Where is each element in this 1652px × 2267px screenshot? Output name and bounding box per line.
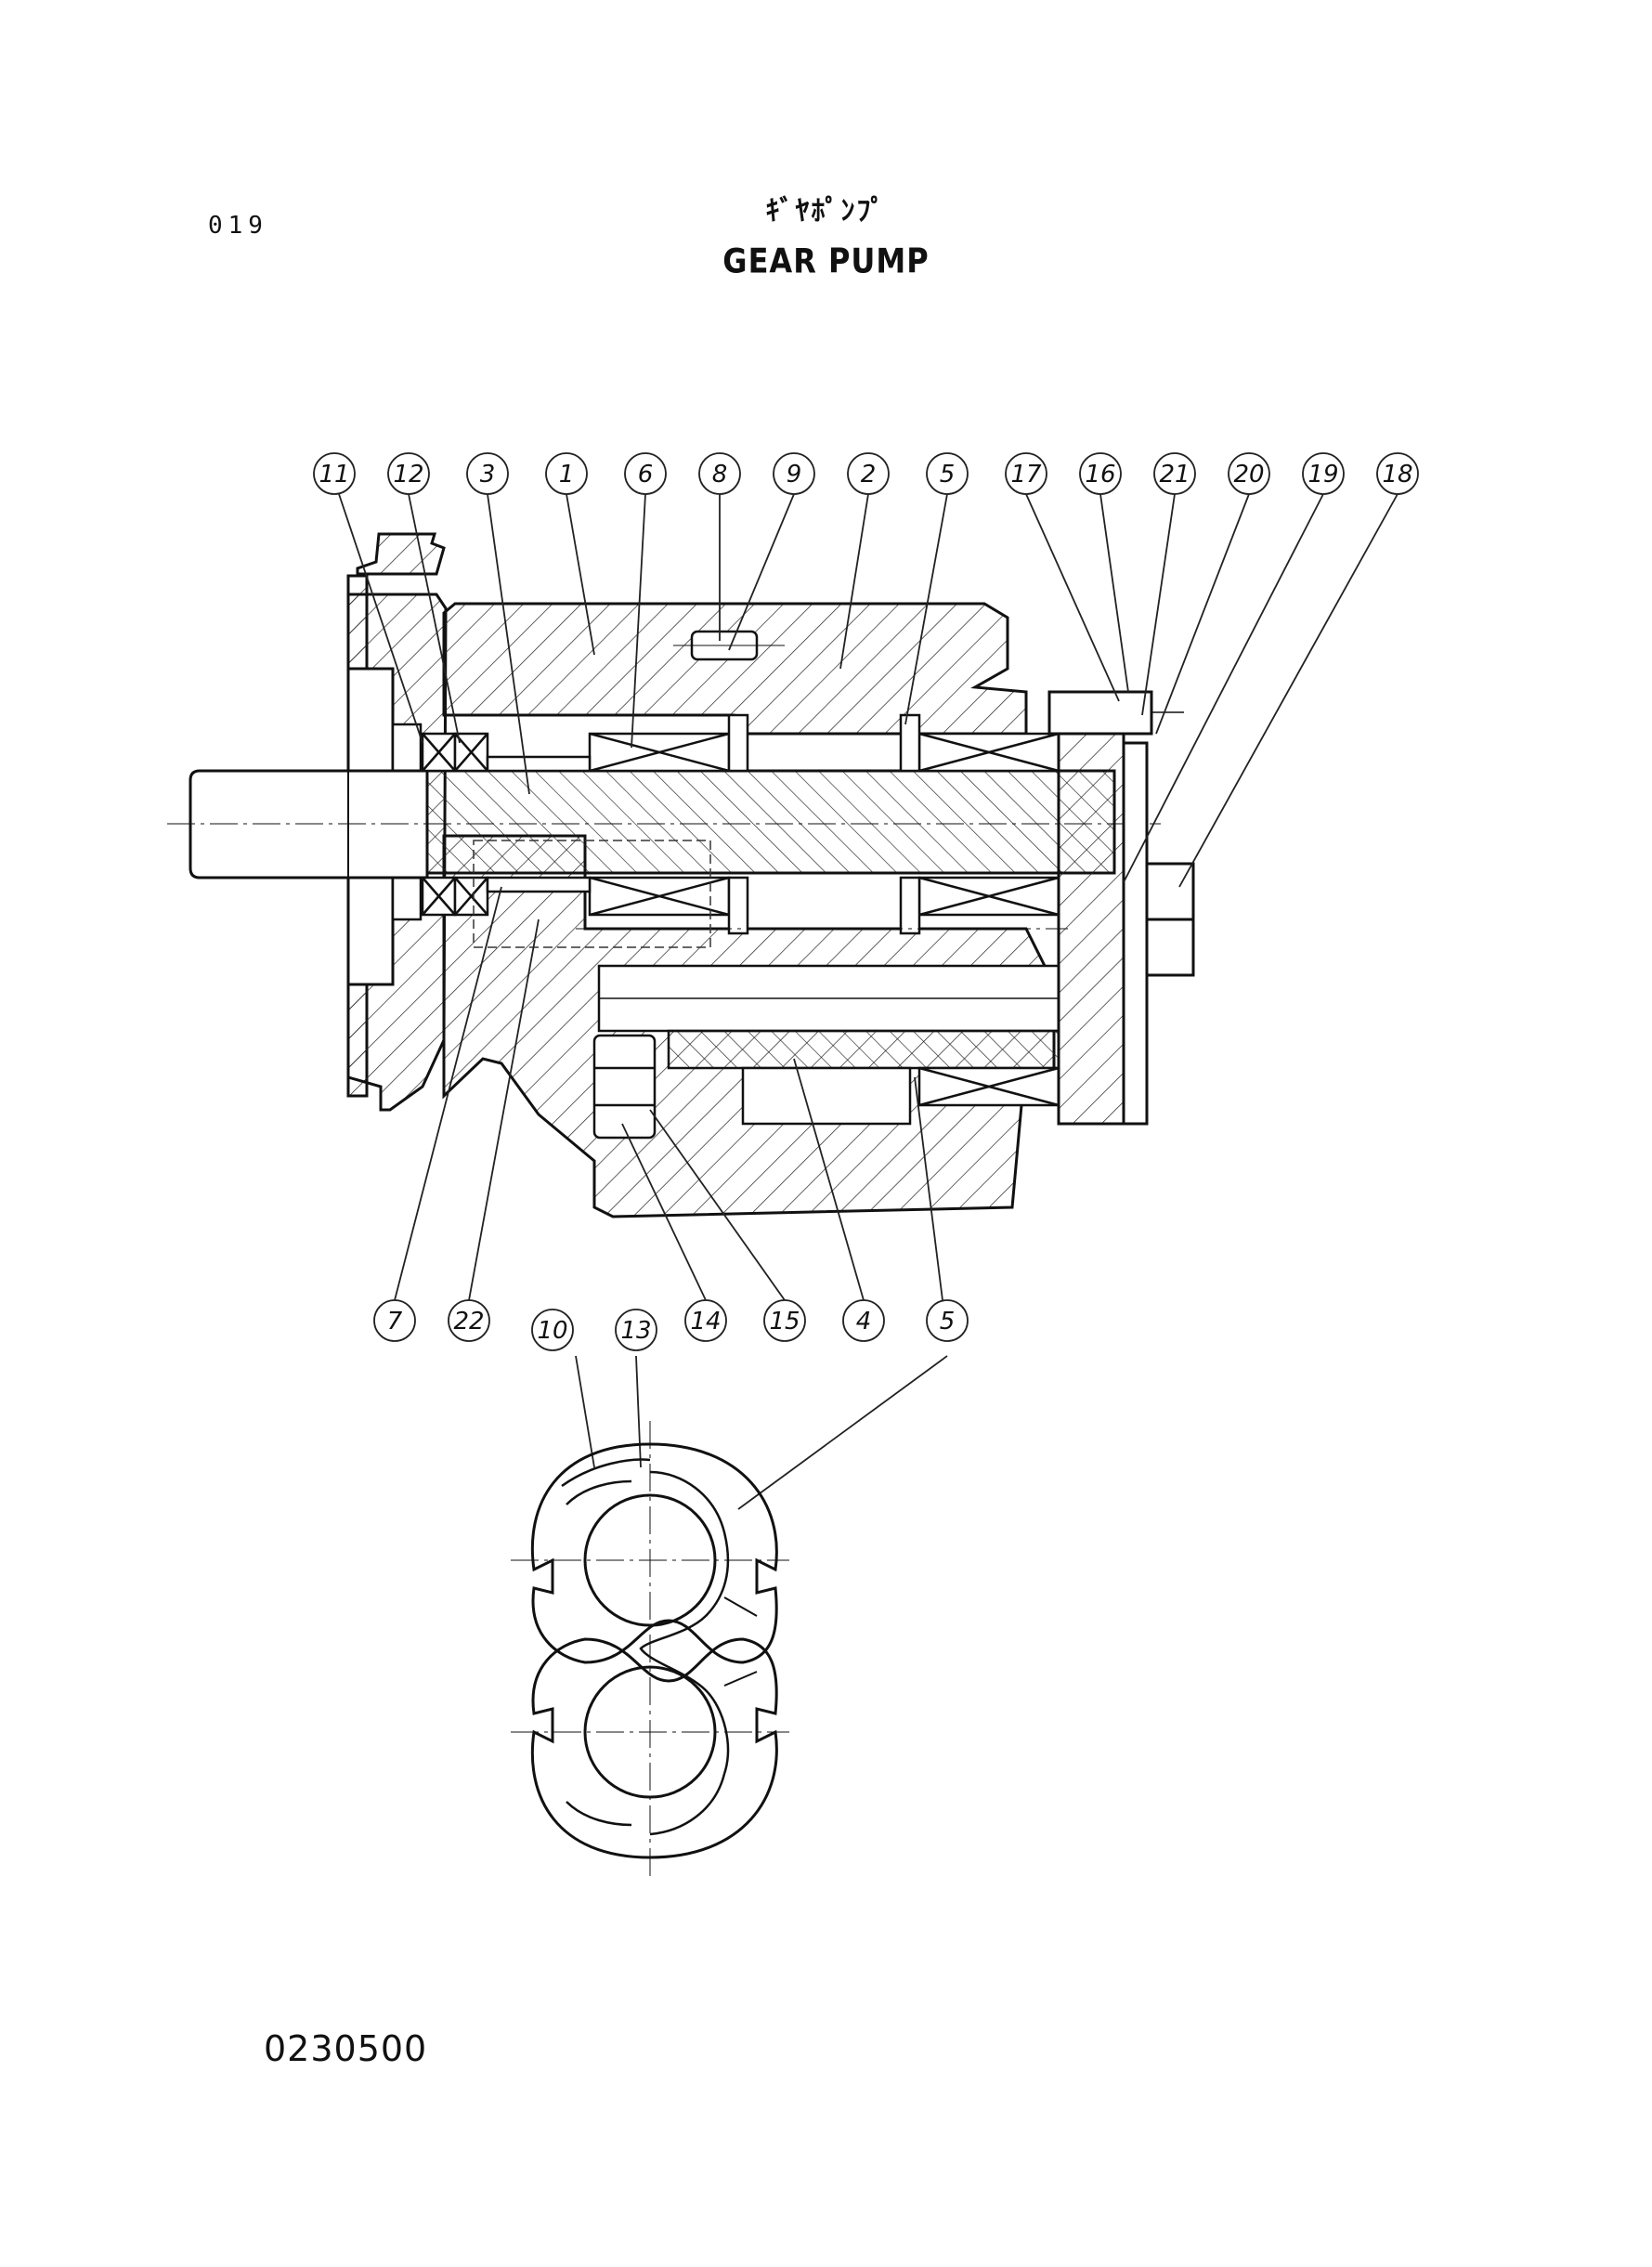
callout-label: 2 [861,461,877,489]
callout-label: 21 [1159,461,1190,489]
callout-label: 16 [1085,461,1115,489]
callout-label: 8 [712,461,728,489]
detail-box [473,840,711,948]
callout-label: 13 [620,1317,651,1345]
callout-22 [448,1299,490,1342]
callout-8 [698,452,741,495]
callout-6 [624,452,667,495]
callout-label: 17 [1010,461,1042,489]
bushing-plate-view [511,1421,789,1881]
oil-seals [421,732,592,917]
upper-gear-bushings [588,713,1060,935]
callout-21 [1153,452,1196,495]
callout-10 [531,1309,574,1351]
callout-label: 1 [559,461,575,489]
callout-1 [545,452,588,495]
drive-shaft [167,769,1161,879]
leader-lines [338,493,1398,1510]
callout-label: 10 [537,1317,567,1345]
callout-7 [373,1299,416,1342]
callouts-bottom [373,1299,969,1351]
callout-9 [773,452,815,495]
callout-label: 6 [638,461,654,489]
callout-labels-top: 11 12 3 1 6 8 9 2 5 17 16 21 20 19 18 [319,461,1412,489]
callout-labels-bottom: 7 22 10 13 14 15 4 5 [387,1308,956,1345]
callout-5a [926,452,969,495]
callout-20 [1228,452,1270,495]
callout-label: 15 [769,1308,800,1335]
callout-label: 18 [1382,461,1412,489]
callout-3 [466,452,509,495]
dowel-pin-and-bolt [592,630,785,1140]
callout-11 [313,452,356,495]
callout-label: 5 [940,1308,956,1335]
callout-15 [763,1299,806,1342]
page-number: 019 [208,212,268,240]
callout-label: 22 [453,1308,484,1335]
callout-5b [926,1299,969,1342]
callout-4 [842,1299,885,1342]
callout-label: 9 [787,461,802,489]
callout-2 [847,452,890,495]
callout-13 [615,1309,657,1351]
callout-label: 12 [393,461,423,489]
rear-cover [1047,690,1195,1126]
callout-18 [1376,452,1419,495]
callout-16 [1079,452,1122,495]
callout-19 [1302,452,1345,495]
callout-label: 11 [319,461,349,489]
callout-label: 19 [1307,461,1338,489]
callouts-top [313,452,1419,495]
callout-label: 7 [387,1308,403,1335]
callout-label: 4 [856,1308,872,1335]
callout-17 [1005,452,1047,495]
title-japanese: ｷﾞﾔﾎﾟﾝﾌﾟ [765,195,887,228]
callout-label: 3 [480,461,496,489]
callout-label: 14 [690,1308,721,1335]
title-english: GEAR PUMP [722,241,930,281]
document-code: 0230500 [264,2028,428,2069]
callout-14 [684,1299,727,1342]
callout-label: 20 [1233,461,1264,489]
callout-12 [387,452,430,495]
callout-label: 5 [940,461,956,489]
